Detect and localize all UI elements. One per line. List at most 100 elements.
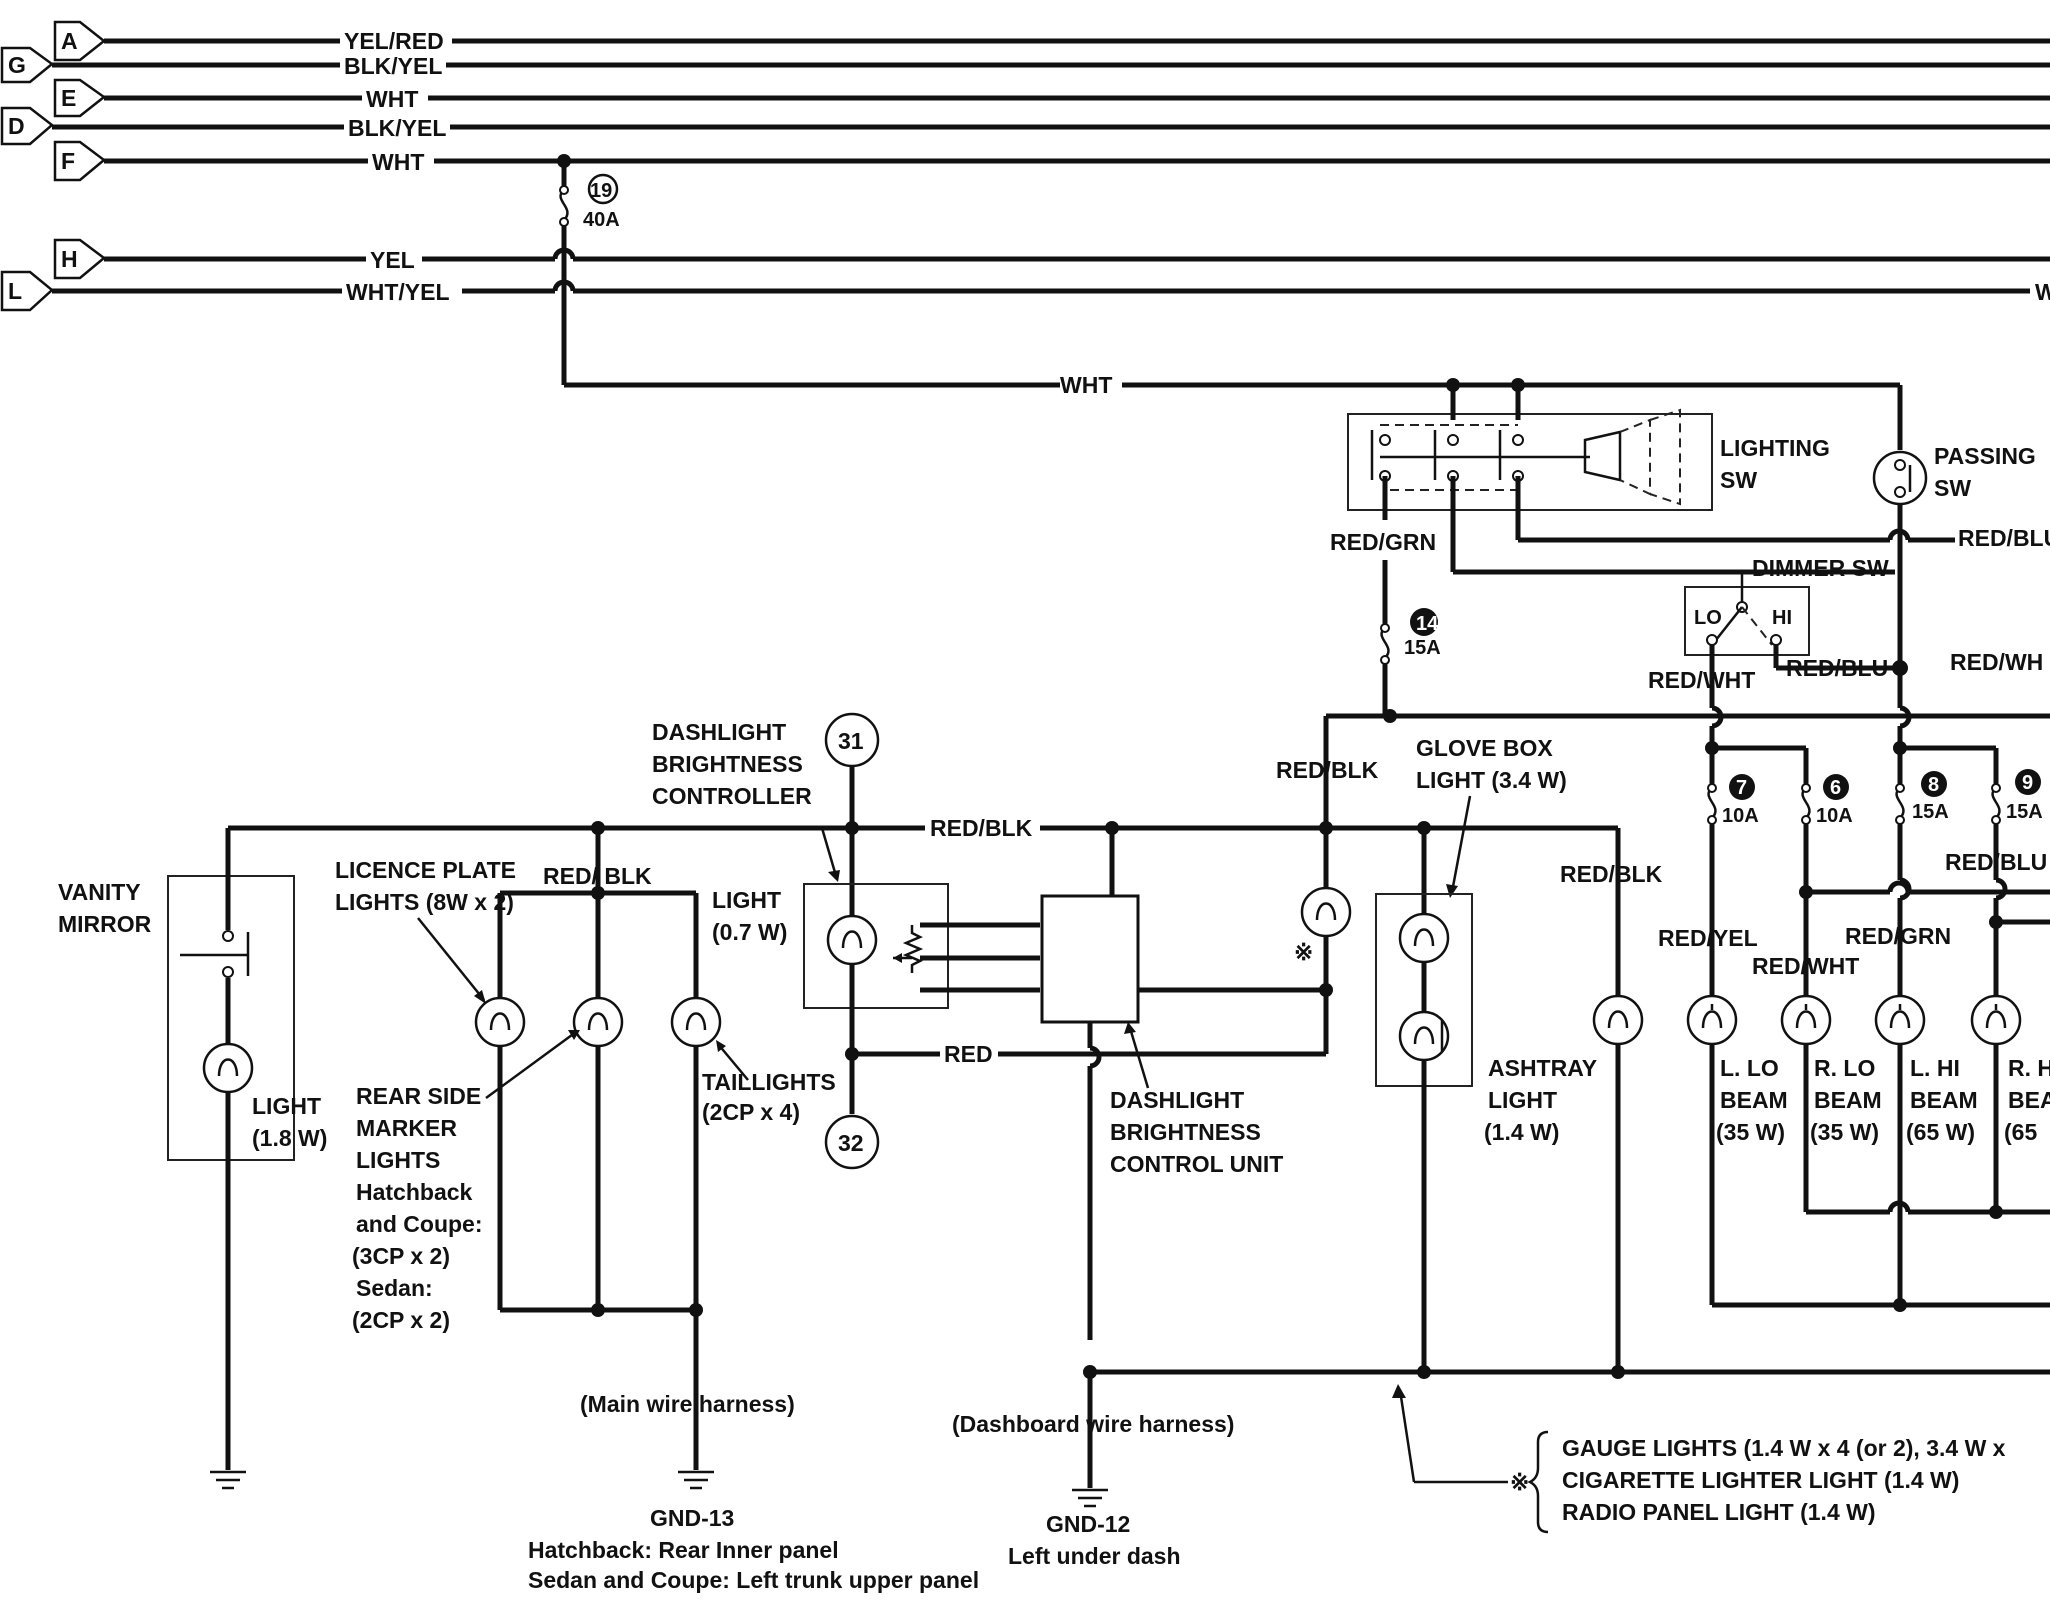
connector-h-label: H [61,246,78,272]
connector-f [53,140,107,182]
fuse-14-branch: 14 15A RED/BLK [1276,560,2050,828]
r-lo-beam-bulb [1780,994,1832,1046]
rear-side-marker-pointer [485,1030,577,1100]
taillights-label: TAILLIGHTS [702,1069,836,1095]
svg-text:6: 6 [1830,777,1841,799]
lighting-switch-box [1347,413,1713,511]
svg-text:MIRROR: MIRROR [58,911,152,937]
red-blu-mid-label: RED/BLU [1786,655,1888,681]
fuse-6-rating: 10A [1816,805,1853,827]
svg-text:CONTROL UNIT: CONTROL UNIT [1110,1151,1283,1177]
fuse-6-badge [1823,774,1849,800]
glove-box-bulb [1398,912,1450,964]
dimmer-switch-box [1684,586,1810,656]
svg-text:(65 W): (65 W) [1906,1119,1975,1145]
svg-text:(1.8 W): (1.8 W) [252,1125,327,1151]
svg-text:7: 7 [1736,777,1747,799]
gauge-light-bulb [1300,886,1352,938]
wire-a-label: YEL/RED [344,28,444,54]
l-lo-beam-label: L. LO [1720,1055,1779,1081]
ashtray-light: ASHTRAY LIGHT (1.4 W) [1484,994,1644,1372]
svg-text:(65: (65 [2004,1119,2037,1145]
red-wht-right2-label: RED/WHT [1752,953,1859,979]
svg-text:Hatchback: Hatchback [356,1179,473,1205]
control-unit-box [1040,894,1140,1024]
vanity-mirror-box [167,875,295,1161]
connector-d [0,106,54,146]
fuse-9-badge [2015,769,2041,795]
svg-text:Hatchback: Rear Inner panel: Hatchback: Rear Inner panel [528,1537,839,1563]
red-grn-label: RED/GRN [1330,529,1436,555]
control-unit-pointer [1128,1027,1150,1089]
svg-text:(2CP x 4): (2CP x 4) [702,1099,800,1125]
note-item-radio: RADIO PANEL LIGHT (1.4 W) [1562,1499,1876,1525]
svg-text:and Coupe:: and Coupe: [356,1211,483,1237]
svg-text:(1.4 W): (1.4 W) [1484,1119,1559,1145]
top-wires: A YEL/RED G BLK/YEL E WHT D BLK/YEL F WH… [0,20,2050,312]
licence-plate-label: LICENCE PLATE [335,857,516,883]
control-unit-label: DASHLIGHT [1110,1087,1244,1113]
note-brace [1527,1430,1549,1534]
connector-a [53,20,107,62]
svg-text:BEAM: BEAM [1910,1087,1978,1113]
fuse-7-rating: 10A [1722,805,1759,827]
svg-text:BRIGHTNESS: BRIGHTNESS [652,751,803,777]
gauge-lights: ※ [1294,828,1352,990]
note-item-gauge: GAUGE LIGHTS (1.4 W x 4 (or 2), 3.4 W x [1562,1435,2006,1461]
passing-switch: PASSING SW [1872,443,2036,700]
ashtray-bulb [1592,994,1644,1046]
vanity-mirror: VANITY MIRROR LIGHT (1.8 W) [58,828,327,1490]
passing-switch-label: PASSING [1934,443,2036,469]
svg-text:SW: SW [1934,475,1971,501]
dash-controller-pointer [820,827,838,877]
dash-controller-label: DASHLIGHT [652,719,786,745]
svg-text:BEAM: BEAM [1720,1087,1788,1113]
svg-text:(3CP x 2): (3CP x 2) [352,1243,450,1269]
red-yel-label: RED/YEL [1658,925,1758,951]
wire-h-label: YEL [370,247,415,273]
svg-text:SW: SW [1720,467,1757,493]
connector-d-label: D [8,113,25,139]
red-blk-top-label: RED/BLK [1276,757,1379,783]
passing-switch-body [1872,450,1928,506]
ashtray-label: ASHTRAY [1488,1055,1597,1081]
connector-h [53,238,107,280]
svg-text:LIGHT: LIGHT [1488,1087,1557,1113]
wire-l-label: WHT/YEL [346,279,450,305]
connector-e [53,78,107,118]
vanity-light-label: LIGHT [252,1093,321,1119]
r-lo-beam-label: R. LO [1814,1055,1875,1081]
wire-g-label: BLK/YEL [344,53,442,79]
taillight-bulb [670,996,722,1048]
svg-text:Sedan and Coupe: Left trunk up: Sedan and Coupe: Left trunk upper panel [528,1567,979,1593]
licence-plate-bulb [474,996,526,1048]
connector-l [0,270,54,312]
dimmer-switch: DIMMER SW LO HI RED/WHT RED/BLU RED/WH [1648,555,2043,700]
fuse-14-rating: 15A [1404,637,1441,659]
svg-text:32: 32 [838,1130,864,1156]
fuse-7-badge [1729,774,1755,800]
fuse-8-badge [1921,771,1947,797]
svg-text:BEA: BEA [2008,1087,2050,1113]
connector-f-label: F [61,148,75,174]
wire-f-label: WHT [372,149,424,175]
glove-box-pointer [1450,795,1472,893]
l-lo-beam-bulb [1686,994,1738,1046]
svg-text:31: 31 [838,728,864,754]
r-hi-beam-label: R. H [2008,1055,2050,1081]
lighting-switch: LIGHTING SW RED/GRN RED/BLU [1330,385,2050,575]
vanity-mirror-label: VANITY [58,879,141,905]
wire-l-edge-label: W [2035,279,2050,305]
taillights-pointer [717,1043,749,1081]
l-hi-beam-bulb [1874,994,1926,1046]
dash-controller-box [803,883,949,1009]
lighting-switch-knob [1583,430,1622,482]
lighting-switch-label: LIGHTING [1720,435,1830,461]
svg-text:Sedan:: Sedan: [356,1275,433,1301]
licence-plate-pointer [417,917,485,1001]
dash-ground-bus: (Dashboard wire harness) GND-12 Left und… [952,1365,2050,1569]
controller-light-bulb [826,914,878,966]
main-harness-label: (Main wire harness) [580,1391,795,1417]
svg-text:HI: HI [1772,607,1792,629]
